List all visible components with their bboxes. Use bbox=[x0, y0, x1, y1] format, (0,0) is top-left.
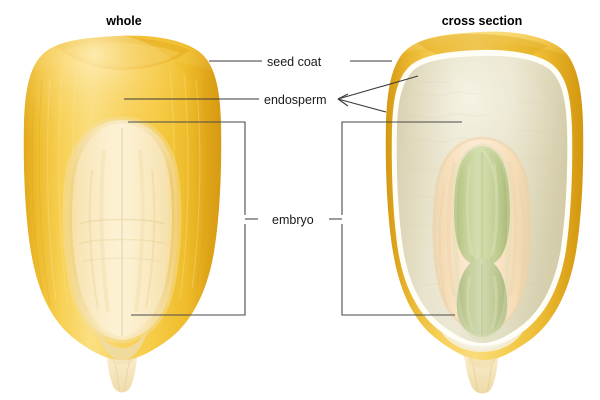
endosperm-leader-fork-upper bbox=[337, 75, 419, 100]
callout-labels: seed coat endosperm embryo bbox=[264, 55, 327, 227]
label-seed-coat: seed coat bbox=[267, 55, 322, 69]
cross-section-illustration bbox=[385, 31, 584, 394]
embryo-bracket-right-bottom bbox=[341, 224, 455, 316]
title-whole: whole bbox=[105, 14, 141, 28]
label-embryo: embryo bbox=[272, 213, 314, 227]
cross-scutellum-folds bbox=[438, 161, 526, 305]
embryo-bracket-right-top bbox=[341, 121, 462, 215]
embryo-bracket-left-bottom bbox=[131, 224, 246, 316]
embryo-bracket-left-top bbox=[128, 121, 246, 215]
label-endosperm: endosperm bbox=[264, 93, 327, 107]
whole-kernel-illustration bbox=[23, 35, 222, 393]
endosperm-arrow-head bbox=[337, 93, 349, 107]
cross-bottom-notch bbox=[440, 330, 524, 352]
endosperm-leader-fork-lower bbox=[337, 98, 387, 113]
cross-radicle-detail bbox=[466, 264, 498, 336]
cross-shoot-upper-detail bbox=[465, 149, 499, 264]
callout-lines bbox=[124, 60, 462, 316]
title-cross-section: cross section bbox=[442, 14, 523, 28]
